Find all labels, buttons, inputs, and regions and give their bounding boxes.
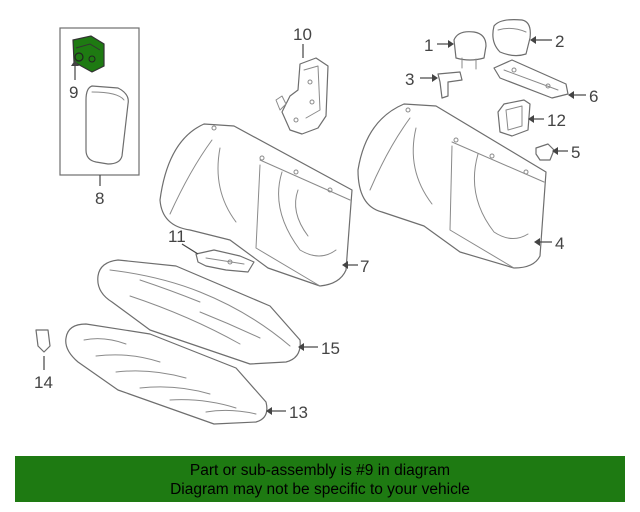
part-notice-banner: Part or sub-assembly is #9 in diagram Di… [15, 456, 625, 502]
part-armrest-pad [85, 85, 129, 165]
callout-3[interactable]: 3 [405, 70, 414, 89]
callout-6[interactable]: 6 [589, 87, 598, 106]
arrow-9 [71, 60, 79, 66]
part-15-cushion-cover: 15 [97, 259, 340, 365]
callout-8[interactable]: 8 [95, 189, 104, 208]
callout-4[interactable]: 4 [555, 234, 564, 253]
leader-11 [181, 243, 199, 255]
notice-line-1: Part or sub-assembly is #9 in diagram [189, 462, 451, 479]
callout-15[interactable]: 15 [321, 339, 340, 358]
notice-line-2: Diagram may not be specific to your vehi… [170, 481, 470, 498]
callout-13[interactable]: 13 [289, 403, 308, 422]
callout-1[interactable]: 1 [424, 36, 433, 55]
part-10-bracket: 10 [275, 25, 329, 135]
part-9-highlighted[interactable] [72, 35, 105, 73]
part-11-hinge: 11 [168, 227, 255, 273]
part-4-seat-back-right: 4 [357, 103, 564, 269]
part-6-bracket: 6 [493, 59, 598, 106]
callout-9[interactable]: 9 [69, 83, 78, 102]
part-12-bezel: 12 [497, 99, 566, 137]
part-7-seat-back-left: 7 [159, 123, 369, 287]
part-14-clip: 14 [34, 329, 53, 392]
callout-10[interactable]: 10 [293, 25, 312, 44]
part-2-headrest: 2 [492, 19, 564, 57]
part-13-cushion-pad: 13 [65, 323, 308, 425]
part-5-clip: 5 [535, 143, 580, 162]
callout-2[interactable]: 2 [555, 32, 564, 51]
callout-11[interactable]: 11 [168, 227, 186, 246]
callout-14[interactable]: 14 [34, 373, 53, 392]
part-1-headrest: 1 [424, 31, 487, 70]
callout-12[interactable]: 12 [547, 111, 566, 130]
callout-5[interactable]: 5 [571, 143, 580, 162]
part-8-armrest-group: 9 8 [59, 27, 140, 208]
part-3-guide: 3 [405, 70, 463, 99]
callout-7[interactable]: 7 [360, 257, 369, 276]
